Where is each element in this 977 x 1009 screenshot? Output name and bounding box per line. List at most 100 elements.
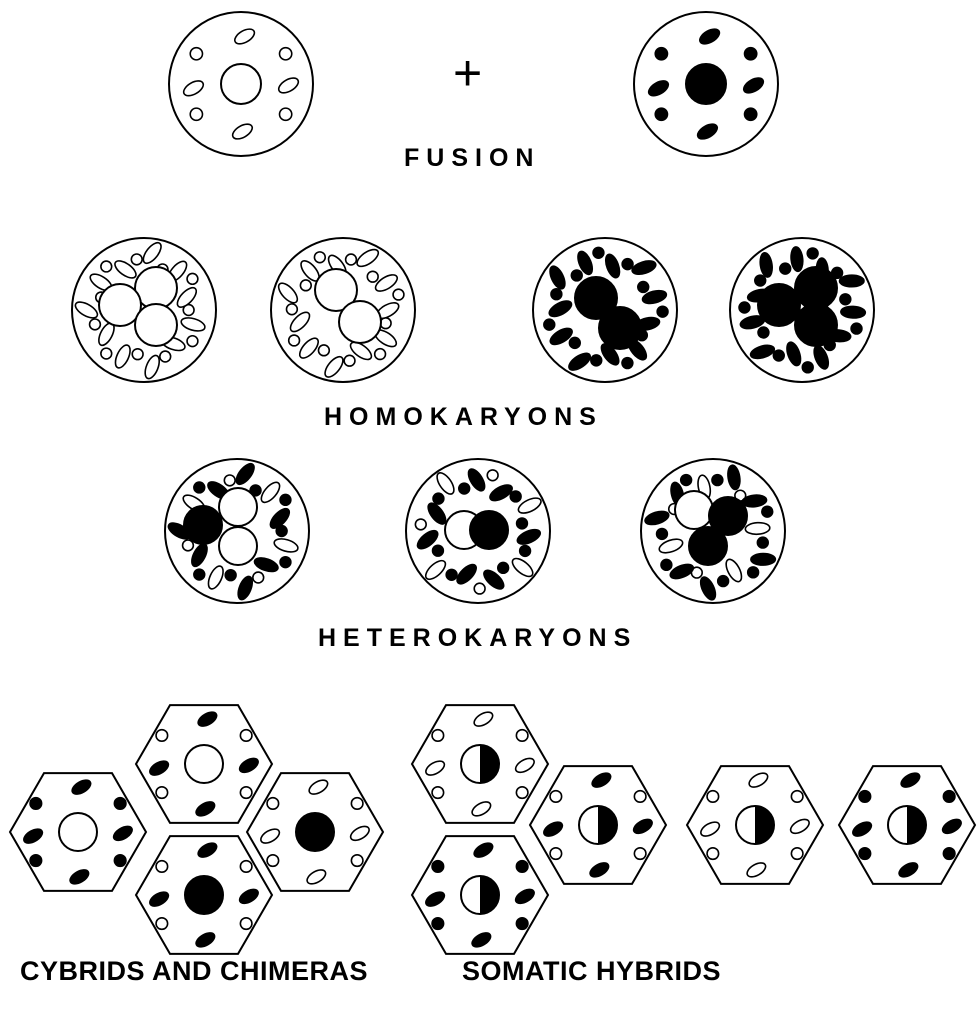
organelle-round [593,247,604,258]
organelle-round [314,252,325,263]
nucleus [795,304,837,346]
organelle-round [30,855,42,867]
organelle-round [802,362,813,373]
cybrid-cell [136,705,272,823]
organelle-round [187,336,198,347]
nucleus [339,301,381,343]
organelle-round [634,791,646,803]
organelle-round [267,855,279,867]
organelle-round [591,355,602,366]
organelle-round [516,730,528,742]
nucleus [689,527,727,565]
organelle-round [758,327,769,338]
organelle-round [551,289,562,300]
organelle-round [90,319,101,330]
organelle-round [432,787,444,799]
organelle-round [791,791,803,803]
organelle-round [718,576,729,587]
organelle-round [520,546,531,557]
organelle-round [187,273,198,284]
organelle-round [156,730,168,742]
organelle-round [351,798,363,810]
organelle-round [375,349,386,360]
organelle-round [657,529,668,540]
organelle-round [253,572,264,583]
nucleus [185,876,223,914]
organelle-round [517,518,528,529]
nucleus [221,64,261,104]
organelle-round [190,48,202,60]
organelle-round [791,848,803,860]
cybrid-cell [247,773,383,891]
organelle-round [101,261,112,272]
nucleus [470,511,508,549]
organelle-round [661,559,672,570]
organelle-round [550,848,562,860]
organelle-round [762,506,773,517]
organelle-round [516,918,528,930]
organelle-round [498,562,509,573]
heterokaryon-cell [165,459,309,603]
organelle-round [707,848,719,860]
organelle-round [393,289,404,300]
nucleus [686,64,726,104]
organelle-round [634,848,646,860]
organelle-round [190,108,202,120]
parent-protoplast-a [169,12,313,156]
homokaryon-cell [271,238,415,382]
heterokaryon-cell [406,459,550,603]
organelle-round [344,355,355,366]
organelle-round [132,349,143,360]
organelle-round [156,918,168,930]
organelle-round [544,319,555,330]
organelle-round [622,358,633,369]
organelle-round [286,304,297,315]
organelle-round [194,569,205,580]
organelle-round [300,280,311,291]
organelle-round [739,302,750,313]
organelle-round [755,275,766,286]
organelle-round [156,861,168,873]
organelle-round [432,861,444,873]
organelle-round [131,254,142,265]
organelle-round [280,557,291,568]
organelle-round [432,730,444,742]
organelle-oval [751,553,776,565]
nucleus [599,307,641,349]
organelle-round [943,791,955,803]
organelle-round [224,475,235,486]
organelle-round [114,798,126,810]
fusion-label: FUSION [404,146,540,171]
nucleus [296,813,334,851]
organelle-round [712,475,723,486]
organelle-round [194,482,205,493]
organelle-round [433,545,444,556]
organelle-round [351,855,363,867]
organelle-round [267,798,279,810]
organelle-oval [839,275,864,287]
organelle-round [225,570,236,581]
nucleus [675,491,713,529]
somatic-hybrid-cell [412,705,548,823]
organelle-round [622,259,633,270]
organelle-round [289,335,300,346]
organelle-round [101,348,112,359]
organelle-round [655,108,667,120]
organelle-round [156,787,168,799]
nucleus [59,813,97,851]
organelle-round [550,791,562,803]
organelle-round [487,470,498,481]
homokaryon-cell [72,238,216,382]
organelle-round [510,491,521,502]
nucleus [219,488,257,526]
organelle-round [657,306,668,317]
organelle-round [773,350,784,361]
organelle-round [415,519,426,530]
homokaryon-cell [533,238,677,382]
cybrids-and-chimeras-label: CYBRIDS AND CHIMERAS [20,958,368,985]
organelle-round [318,345,329,356]
homokaryons-label: HOMOKARYONS [324,405,603,430]
somatic-hybrid-cell [412,836,548,954]
organelle-round [681,475,692,486]
somatic-hybrid-cell [687,766,823,884]
